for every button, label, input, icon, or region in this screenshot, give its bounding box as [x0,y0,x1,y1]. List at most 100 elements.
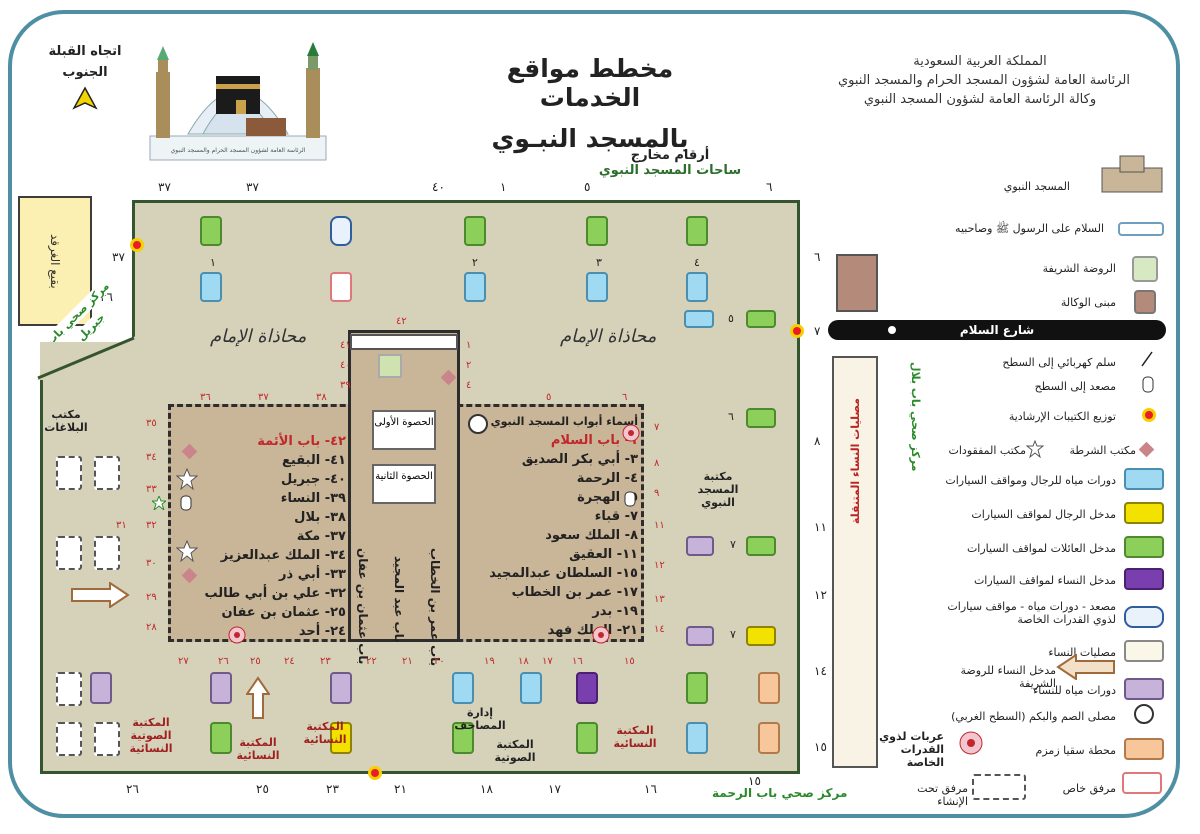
legend-blue-swatch [1124,468,1164,490]
womens-prayer-label: مصليات النساء المتنقلة [848,398,862,525]
crescent-icon [838,777,850,805]
legend-label: مصلى الصم والبكم (السطح الغربي) [951,710,1116,723]
exit-number-bottom: ١٦ [644,782,657,796]
legend-label: توزيع الكتيبات الإرشادية [1008,410,1116,423]
qibla-label: اتجاه القبلة [48,44,122,59]
box-number: ٣ [596,256,602,269]
mens-toilets-parking [464,272,486,302]
under-construction [56,672,82,706]
marker-icon [368,766,382,780]
marker-icon [1142,408,1156,422]
wheelchair-icon [959,731,983,755]
legend-label: مكتب الشرطة [1069,444,1136,457]
page-title: مخطط مواقع الخدمات بالمسجد النبـوي [470,54,710,153]
mens-toilets-parking [452,672,474,704]
legend-label: دورات مياه للرجال ومواقف السيارات [945,474,1116,487]
box-number: ٢ [472,256,478,269]
womens-toilets [686,536,714,556]
gate-item: ٣٧- مكة [296,529,346,544]
family-parking-entrance [586,216,608,246]
exit-number-bottom: ٢٦ [126,782,139,796]
star-icon [1026,440,1044,458]
legend-label: مصعد - دورات مياه - مواقف سيارات لذوي ال… [947,600,1116,626]
womens-mobile-prayer-area: مصليات النساء المتنقلة [832,356,878,768]
crescent-icon [900,419,912,447]
legend-label: السلام على الرسول ﷺ وصاحبيه [955,222,1104,235]
mens-parking-entrance [746,626,776,646]
women-library-3: المكتبة النسائية [598,724,672,750]
women-audio-library: المكتبة الصوتية النسائية [120,716,182,755]
gate-item: ٤- الرحمة [576,471,638,486]
gates-list-left: ٤٢- باب الأئمة ٤١- البقيع ٤٠- جبريل ٣٩- … [190,432,346,641]
womens-toilets [90,672,112,704]
gate-item: ٧- قباء [594,509,638,524]
qibla-south-label: الجنوب [62,65,108,80]
exit-number-bottom: ٢٣ [326,782,339,796]
box-number: ١ [210,256,216,269]
zamzam-station [758,722,780,754]
under-construction [94,536,120,570]
org-line-1: المملكة العربية السعودية [913,54,1047,69]
family-parking-entrance [452,722,474,754]
gate-vertical-abdulmajid: باب عبد المجيد [392,556,406,643]
crescent-icon [112,298,126,330]
arrow-icon [1056,654,1115,680]
mens-parking-entrance [330,722,352,754]
exit-number-top: ٤٠ [432,180,445,194]
elevator-icon [1142,376,1154,393]
box-number: ٤ [694,256,700,269]
exits-heading-line2: ساحات المسجد النبوي [598,163,742,178]
womens-toilets [686,626,714,646]
legend-label: الروضة الشريفة [1042,262,1116,275]
legend-label: مرفق تحت الإنشاء [917,782,968,808]
mens-toilets-parking [686,722,708,754]
salam-box [350,334,458,350]
exit-number-right: ٧ [814,324,821,338]
complaints-office: مكتب البلاغات [36,408,96,434]
legend-label: المسجد النبوي [1003,180,1070,193]
exit-number-top: ٣٧ [158,180,171,194]
legend: المسجد النبوي السلام على الرسول ﷺ وصاحبي… [940,154,1176,784]
gate-item: ١١- العقيق [569,547,638,562]
gates-heading: أسماء أبواب المسجد النبوي [490,415,638,428]
street-name: شارع السلام [959,323,1035,337]
gate-item: ٢٥- عثمان بن عفان [221,605,346,620]
deaf-prayer-circle-icon [1134,704,1154,724]
salam-street: شارع السلام [828,320,1166,340]
gate-item: ٣٢- علي بن أبي طالب [204,586,346,601]
legend-label: مصليات النساء [1048,646,1116,659]
audio-library: المكتبة الصوتية [478,738,552,764]
legend-agency-swatch [1134,290,1156,314]
legend-dashed-swatch [972,774,1026,800]
exit-number-top: ١ [500,180,507,194]
deaf-prayer-circle-icon [468,414,488,434]
legend-label: مدخل الرجال لمواقف السيارات [971,508,1116,521]
exits-heading-line1: أرقام مخارج [630,148,710,163]
family-parking-entrance [686,672,708,704]
audio-library-label: المكتبة الصوتية [494,738,536,764]
arrow-icon [246,676,270,719]
gate-item: ١- باب السلام [550,433,638,448]
exit-number-left: ٣٧ [112,250,125,264]
marker-icon [790,324,804,338]
legend-label: مرفق خاص [1062,782,1116,795]
wheelchair-icon [228,626,246,644]
exit-number-right: ١١ [814,520,827,534]
legend-green-swatch [1124,536,1164,558]
marker-icon [130,238,144,252]
women-library-2-label: المكتبة النسائية [303,720,347,746]
prophet-mosque-library: مكتبة المسجد النبوي [686,470,750,509]
legend-pink-swatch [1122,772,1162,794]
gate-item: ١٩- بدر [592,604,638,619]
star-icon [176,468,198,490]
legend-special-swatch [1124,606,1164,628]
family-parking-entrance [200,216,222,246]
kaaba-logo-icon: الرئاسة العامة لشؤون المسجد الحرام والمس… [149,42,327,161]
exit-number-top: ٣٧ [246,180,259,194]
gate-item: ٤٠- جبريل [280,472,346,487]
exit-number-top: ٥ [584,180,591,194]
legend-orange-swatch [1124,738,1164,760]
mens-toilets-parking [686,272,708,302]
mosque-yard-west [40,374,136,774]
gate-vertical-omar: باب عمر بن الخطاب [428,548,442,667]
